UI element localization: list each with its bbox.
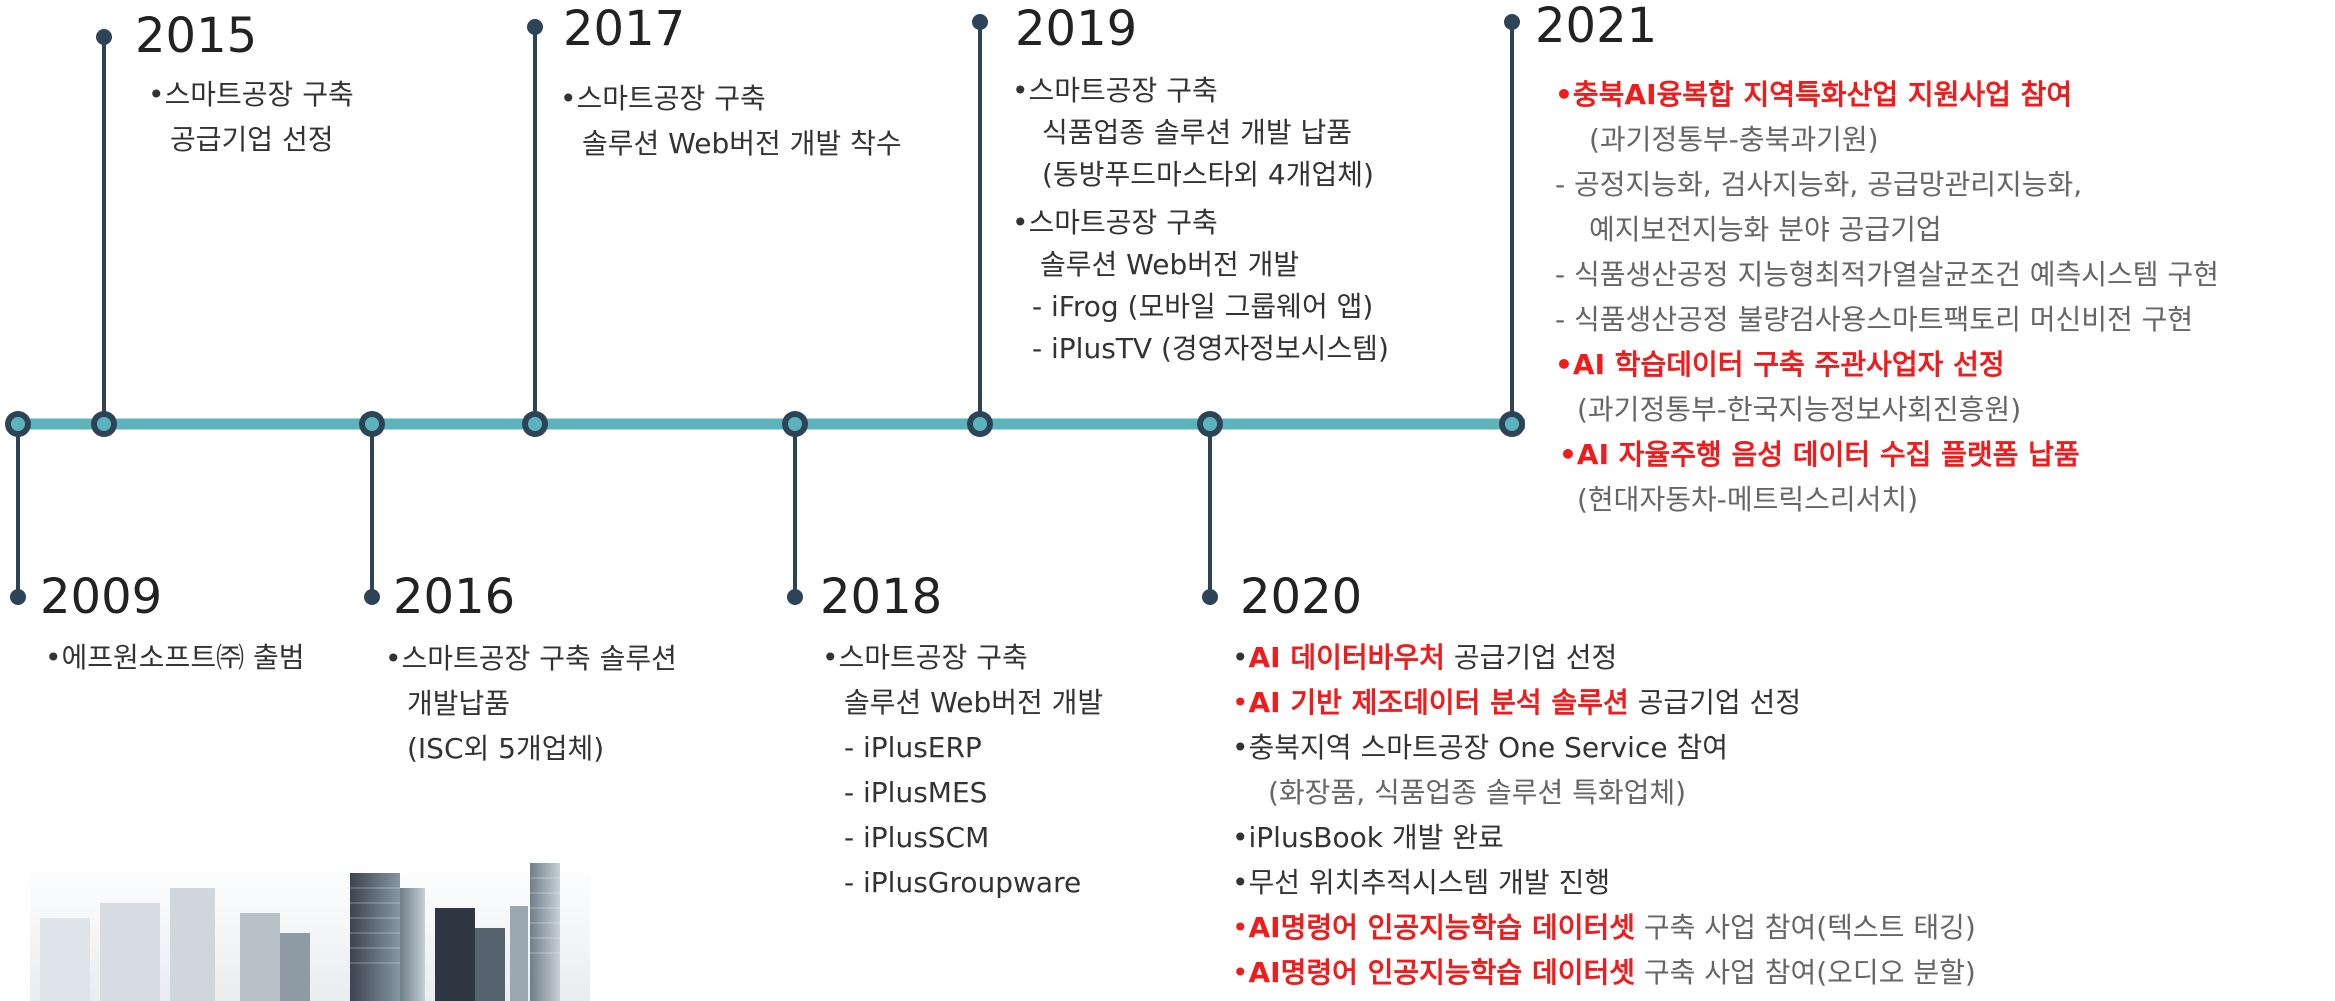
end-dot-2021 <box>1504 14 1520 30</box>
event-text: (동방푸드마스타외 4개업체) <box>1042 158 1374 191</box>
events-2018: 스마트공장 구축 솔루션 Web버전 개발 - iPlusERP - iPlus… <box>822 635 1104 905</box>
year-2016: 2016 <box>393 569 516 625</box>
node-inner-2021 <box>1505 417 1519 431</box>
event-text: 공급기업 선정 <box>1444 641 1618 674</box>
event-text: 스마트공장 구축 <box>1012 70 1389 112</box>
end-dot-2020 <box>1202 589 1218 605</box>
event-text: - iPlusTV (경영자정보시스템) <box>1032 332 1389 365</box>
event-text-highlight: AI명령어 인공지능학습 데이터셋 <box>1248 956 1635 989</box>
node-inner-2017 <box>528 417 542 431</box>
event-text: (현대자동차-메트릭스리서치) <box>1577 483 1919 516</box>
event-text: 식품업종 솔루션 개발 납품 <box>1042 116 1353 149</box>
events-2016: 스마트공장 구축 솔루션 개발납품 (ISC외 5개업체) <box>385 636 677 771</box>
end-dot-2017 <box>527 19 543 35</box>
event-text: iPlusBook 개발 완료 <box>1232 815 1976 860</box>
event-text: - 공정지능화, 검사지능화, 공급망관리지능화, <box>1555 168 2083 201</box>
year-2019: 2019 <box>1015 1 1138 57</box>
event-text: 구축 사업 참여(오디오 분할) <box>1634 956 1976 989</box>
end-dot-2016 <box>364 589 380 605</box>
city-skyline-image <box>30 858 590 1001</box>
event-text: - iPlusERP <box>844 731 982 764</box>
end-dot-2009 <box>10 589 26 605</box>
event-text: 스마트공장 구축 <box>148 72 354 117</box>
event-text: 솔루션 Web버전 개발 착수 <box>582 127 902 160</box>
event-text: 에프원소프트㈜ 출범 <box>45 635 305 680</box>
year-2020: 2020 <box>1240 569 1363 625</box>
event-text: - 식품생산공정 불량검사용스마트팩토리 머신비전 구현 <box>1555 303 2194 336</box>
node-inner-2015 <box>97 417 111 431</box>
node-inner-2009 <box>11 417 25 431</box>
node-inner-2018 <box>788 417 802 431</box>
node-inner-2016 <box>365 417 379 431</box>
event-text: - iFrog (모바일 그룹웨어 앱) <box>1032 290 1374 323</box>
event-text: 스마트공장 구축 솔루션 <box>385 636 677 681</box>
event-text-highlight: AI명령어 인공지능학습 데이터셋 <box>1248 911 1635 944</box>
event-text: AI 학습데이터 구축 주관사업자 선정 <box>1555 342 2219 387</box>
year-2015: 2015 <box>135 8 258 64</box>
year-2017: 2017 <box>563 1 686 57</box>
year-2018: 2018 <box>820 569 943 625</box>
events-2019: 스마트공장 구축 식품업종 솔루션 개발 납품 (동방푸드마스타외 4개업체) … <box>1012 70 1389 370</box>
year-2009: 2009 <box>40 569 163 625</box>
event-text: - 식품생산공정 지능형최적가열살균조건 예측시스템 구현 <box>1555 258 2219 291</box>
event-text: 솔루션 Web버전 개발 <box>1040 248 1300 281</box>
event-text: 공급기업 선정 <box>170 123 334 156</box>
events-2020: AI 데이터바우처 공급기업 선정 AI 기반 제조데이터 분석 솔루션 공급기… <box>1232 635 1976 995</box>
event-text: (과기정통부-충북과기원) <box>1589 123 1879 156</box>
events-2015: 스마트공장 구축 공급기업 선정 <box>148 72 354 162</box>
end-dot-2018 <box>787 589 803 605</box>
end-dot-2019 <box>972 14 988 30</box>
event-text: (과기정통부-한국지능정보사회진흥원) <box>1577 393 2022 426</box>
node-inner-2020 <box>1203 417 1217 431</box>
event-text: - iPlusSCM <box>844 821 990 854</box>
event-text: AI 자율주행 음성 데이터 수집 플랫폼 납품 <box>1555 432 2219 477</box>
event-text: - iPlusGroupware <box>844 866 1082 899</box>
event-text: 스마트공장 구축 <box>1012 202 1389 244</box>
event-text: 구축 사업 참여(텍스트 태깅) <box>1634 911 1976 944</box>
event-text: (ISC외 5개업체) <box>407 732 605 765</box>
events-2021: 충북AI융복합 지역특화산업 지원사업 참여 (과기정통부-충북과기원) - 공… <box>1555 72 2219 522</box>
event-text: - iPlusMES <box>844 776 988 809</box>
events-2009: 에프원소프트㈜ 출범 <box>45 635 305 680</box>
event-text: 공급기업 선정 <box>1628 686 1802 719</box>
event-text: 개발납품 <box>407 687 511 720</box>
events-2017: 스마트공장 구축 솔루션 Web버전 개발 착수 <box>560 76 902 166</box>
event-text-highlight: AI 데이터바우처 <box>1248 641 1445 674</box>
event-text: (화장품, 식품업종 솔루션 특화업체) <box>1268 776 1687 809</box>
event-text: 충북지역 스마트공장 One Service 참여 <box>1232 725 1976 770</box>
event-text: 스마트공장 구축 <box>560 76 902 121</box>
event-text-highlight: AI 기반 제조데이터 분석 솔루션 <box>1248 686 1629 719</box>
event-text: 솔루션 Web버전 개발 <box>844 686 1104 719</box>
end-dot-2015 <box>96 29 112 45</box>
node-inner-2019 <box>973 417 987 431</box>
event-text: 스마트공장 구축 <box>822 635 1103 680</box>
event-text: 무선 위치추적시스템 개발 진행 <box>1232 860 1976 905</box>
event-text: 충북AI융복합 지역특화산업 지원사업 참여 <box>1555 72 2219 117</box>
year-2021: 2021 <box>1535 0 1658 54</box>
event-text: 예지보전지능화 분야 공급기업 <box>1589 213 1942 246</box>
